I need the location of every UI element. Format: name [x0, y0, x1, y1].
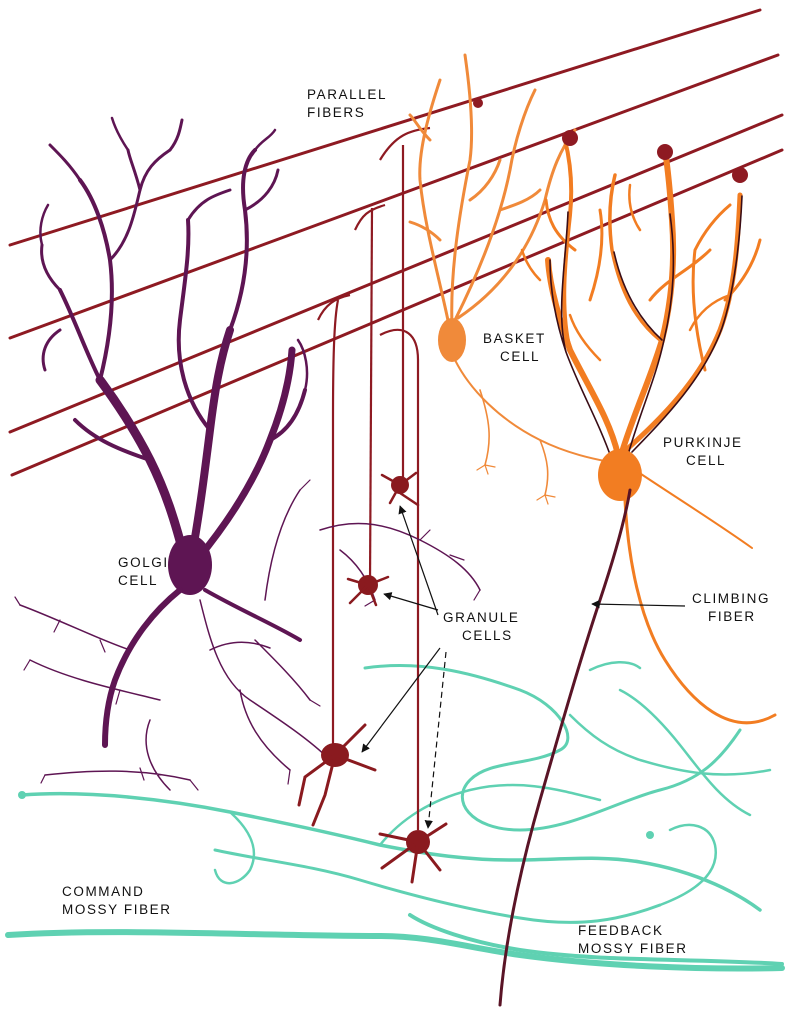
granule-cells	[299, 473, 446, 882]
granule-axon	[370, 208, 372, 585]
purkinje-synapse	[732, 167, 748, 183]
mossy-branch	[570, 715, 770, 775]
parallel-fiber	[10, 55, 778, 338]
basket-terminal	[477, 465, 555, 504]
golgi-soma	[168, 535, 212, 595]
arrow-granule-middle	[384, 594, 438, 610]
granule-ascending-axons	[318, 128, 430, 830]
golgi-dendrite	[40, 118, 307, 390]
golgi-axon	[20, 490, 480, 790]
golgi-dendrite	[60, 180, 112, 380]
golgi-basal-dendrite	[105, 590, 180, 745]
basket-axon	[455, 360, 610, 462]
mossy-rosette	[18, 791, 26, 799]
purkinje-soma	[598, 449, 642, 501]
basket-cell	[410, 55, 610, 504]
mossy-branch	[215, 812, 254, 883]
granule-cell	[299, 725, 375, 825]
golgi-cell	[15, 118, 480, 790]
basket-synapse	[473, 98, 483, 108]
purkinje-dendrite	[610, 175, 660, 340]
granule-axon	[333, 300, 338, 745]
arrow-granule-lower	[362, 648, 440, 752]
mossy-branch	[215, 850, 660, 922]
mossy-rosette	[646, 831, 654, 839]
granule-claws	[299, 725, 375, 825]
granule-cell	[348, 575, 388, 605]
golgi-axon-twigs	[15, 480, 480, 790]
mossy-branch	[660, 825, 716, 905]
basket-soma	[438, 318, 466, 362]
purkinje-dendrite	[548, 260, 618, 455]
golgi-dendrite	[75, 220, 210, 460]
purkinje-synapse	[657, 144, 673, 160]
purkinje-cell	[522, 130, 775, 723]
purkinje-synapse	[562, 130, 578, 146]
purkinje-dendrite	[546, 200, 760, 370]
mossy-branch	[590, 662, 750, 815]
arrow-climbing-fiber	[592, 604, 685, 606]
granule-axon	[380, 330, 418, 830]
parallel-fiber	[10, 10, 760, 245]
golgi-dendrite	[197, 350, 292, 560]
purkinje-collateral	[635, 470, 752, 548]
golgi-basal-dendrite	[205, 590, 300, 640]
granule-cell	[382, 473, 418, 505]
golgi-spines	[42, 190, 247, 380]
parallel-fibers	[10, 10, 782, 475]
